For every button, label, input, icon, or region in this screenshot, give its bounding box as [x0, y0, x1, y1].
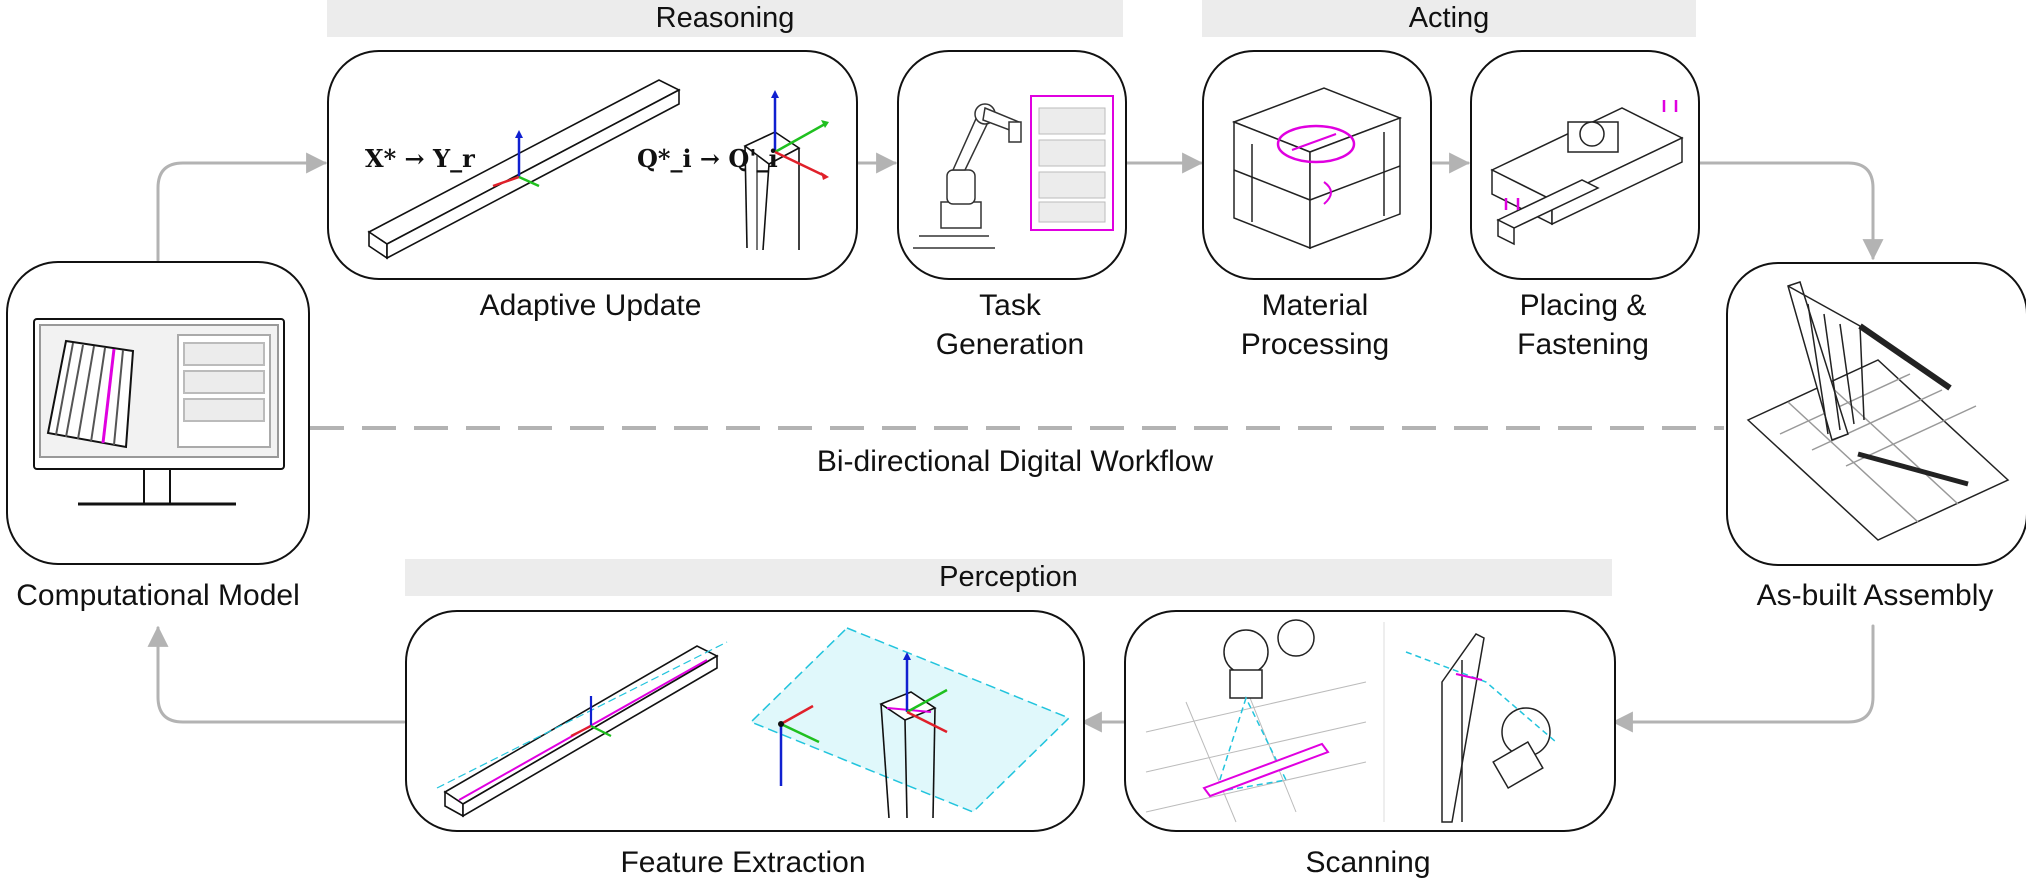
frame-beam-icon [570, 696, 612, 737]
frame-global-icon [492, 130, 540, 188]
scan-beam-icon [1214, 695, 1288, 793]
node-placing-fastening [1470, 50, 1700, 280]
label-as-built-assembly: As-built Assembly [1756, 579, 1994, 612]
feature-plane [749, 627, 1071, 813]
node-feature-extraction [405, 610, 1085, 832]
label-computational-model: Computational Model [16, 579, 300, 612]
scanner-head-icon [1223, 619, 1315, 699]
arrow-placing-to-assembly [1694, 161, 1884, 261]
arrow-assembly-to-scanning [1611, 624, 1875, 733]
adaptive-update-illustration [367, 79, 829, 260]
processing-machine-illustration [1231, 87, 1403, 250]
robot-arm-icon [913, 103, 1022, 249]
placing-station-illustration [1490, 100, 1684, 246]
node-as-built-assembly [1726, 262, 2026, 566]
stage-band-perception: Perception [405, 559, 1612, 596]
label-task-generation-line1: Task [979, 289, 1041, 322]
node-adaptive-update: X* → Y_r Q*_i → Q'_i [327, 50, 858, 280]
cnc-machine-icon [1231, 87, 1403, 250]
label-placing-fastening-line1: Placing & [1519, 289, 1647, 322]
label-material-processing-line1: Material [1261, 289, 1369, 322]
cutting-path-icon [1276, 124, 1356, 164]
monitor-icon [33, 318, 285, 506]
label-material-processing-line2: Processing [1240, 328, 1390, 361]
label-task-generation-line2: Generation [935, 328, 1085, 361]
node-task-generation [897, 50, 1127, 280]
stage-band-reasoning: Reasoning [327, 0, 1123, 37]
label-placing-fastening: Placing & Fastening [1465, 286, 1701, 364]
scanning-illustration [1145, 619, 1557, 823]
scanner-head-2-icon [1441, 633, 1551, 823]
node-material-processing [1202, 50, 1432, 280]
equation-global: X* → Y_r [365, 144, 475, 173]
stage-band-acting: Acting [1202, 0, 1696, 37]
stage-label-reasoning: Reasoning [655, 2, 795, 34]
gantry-icon [1490, 107, 1684, 246]
stage-label-acting: Acting [1408, 2, 1490, 34]
fastener-marks-icon [1504, 100, 1678, 210]
arrow-model-to-update [156, 152, 328, 262]
robot-task-illustration [913, 95, 1114, 249]
frame-local-icon [771, 90, 829, 180]
node-computational-model [6, 261, 310, 565]
label-adaptive-update: Adaptive Update [479, 289, 702, 322]
label-material-processing: Material Processing [1197, 286, 1433, 364]
assembly-illustration [1746, 281, 2010, 541]
frame-wall-icon [1746, 281, 2010, 541]
arrow-extraction-to-model [147, 625, 406, 724]
stage-label-perception: Perception [939, 561, 1078, 593]
label-placing-fastening-line2: Fastening [1517, 328, 1649, 361]
feature-extraction-illustration [436, 627, 1071, 819]
workflow-label: Bi-directional Digital Workflow [816, 445, 1214, 478]
label-feature-extraction: Feature Extraction [620, 846, 866, 879]
label-task-generation: Task Generation [892, 286, 1128, 364]
label-scanning: Scanning [1305, 846, 1431, 879]
equation-local: Q*_i → Q'_i [637, 144, 778, 173]
frame-plane-icon [779, 652, 948, 786]
monitor-illustration [33, 318, 285, 506]
node-scanning [1124, 610, 1616, 832]
